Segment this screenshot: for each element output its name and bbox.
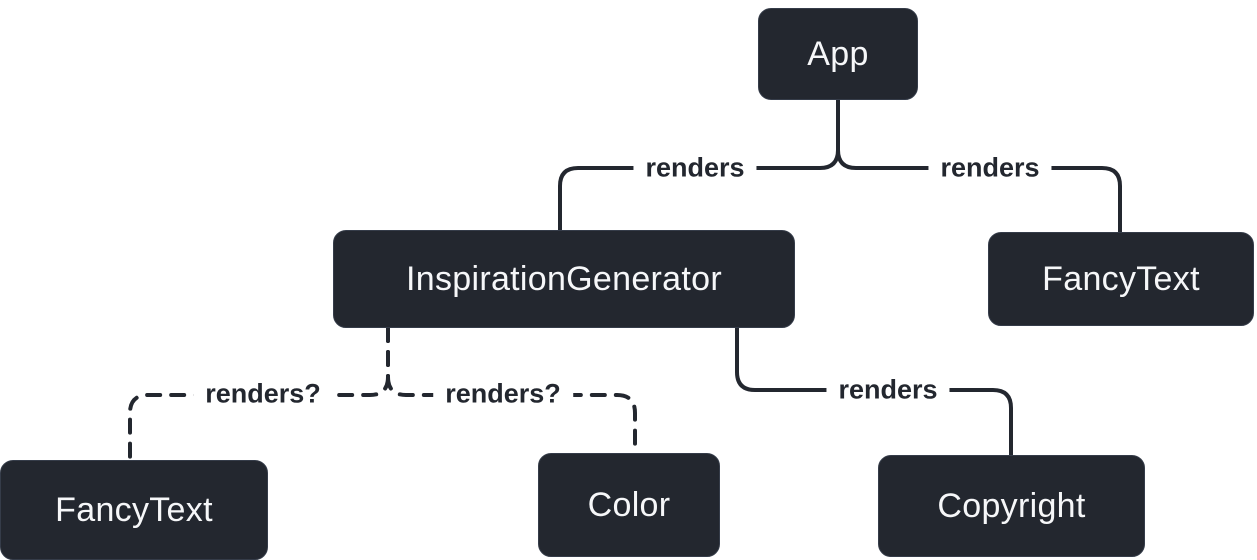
edge-inspirationgenerator-color bbox=[386, 326, 637, 455]
node-color: Color bbox=[538, 453, 720, 557]
node-copyright: Copyright bbox=[878, 455, 1145, 557]
edge-label-inspirationgenerator-copyright: renders bbox=[826, 372, 950, 408]
edge-label-inspirationgenerator-fancytext: renders? bbox=[193, 376, 333, 412]
node-inspiration-generator: InspirationGenerator bbox=[333, 230, 795, 328]
edge-label-inspirationgenerator-color: renders? bbox=[433, 376, 573, 412]
node-color-label: Color bbox=[587, 485, 671, 524]
edge-label-app-inspirationgenerator: renders bbox=[633, 150, 757, 186]
node-fancytext-bottom: FancyText bbox=[0, 460, 268, 560]
node-inspiration-generator-label: InspirationGenerator bbox=[406, 259, 722, 298]
node-fancytext-bottom-label: FancyText bbox=[55, 490, 213, 529]
node-fancytext-top: FancyText bbox=[988, 232, 1254, 326]
edge-label-app-fancytext: renders bbox=[928, 150, 1052, 186]
node-fancytext-top-label: FancyText bbox=[1042, 259, 1200, 298]
node-app-label: App bbox=[807, 34, 869, 73]
node-app: App bbox=[758, 8, 918, 100]
node-copyright-label: Copyright bbox=[937, 486, 1086, 525]
